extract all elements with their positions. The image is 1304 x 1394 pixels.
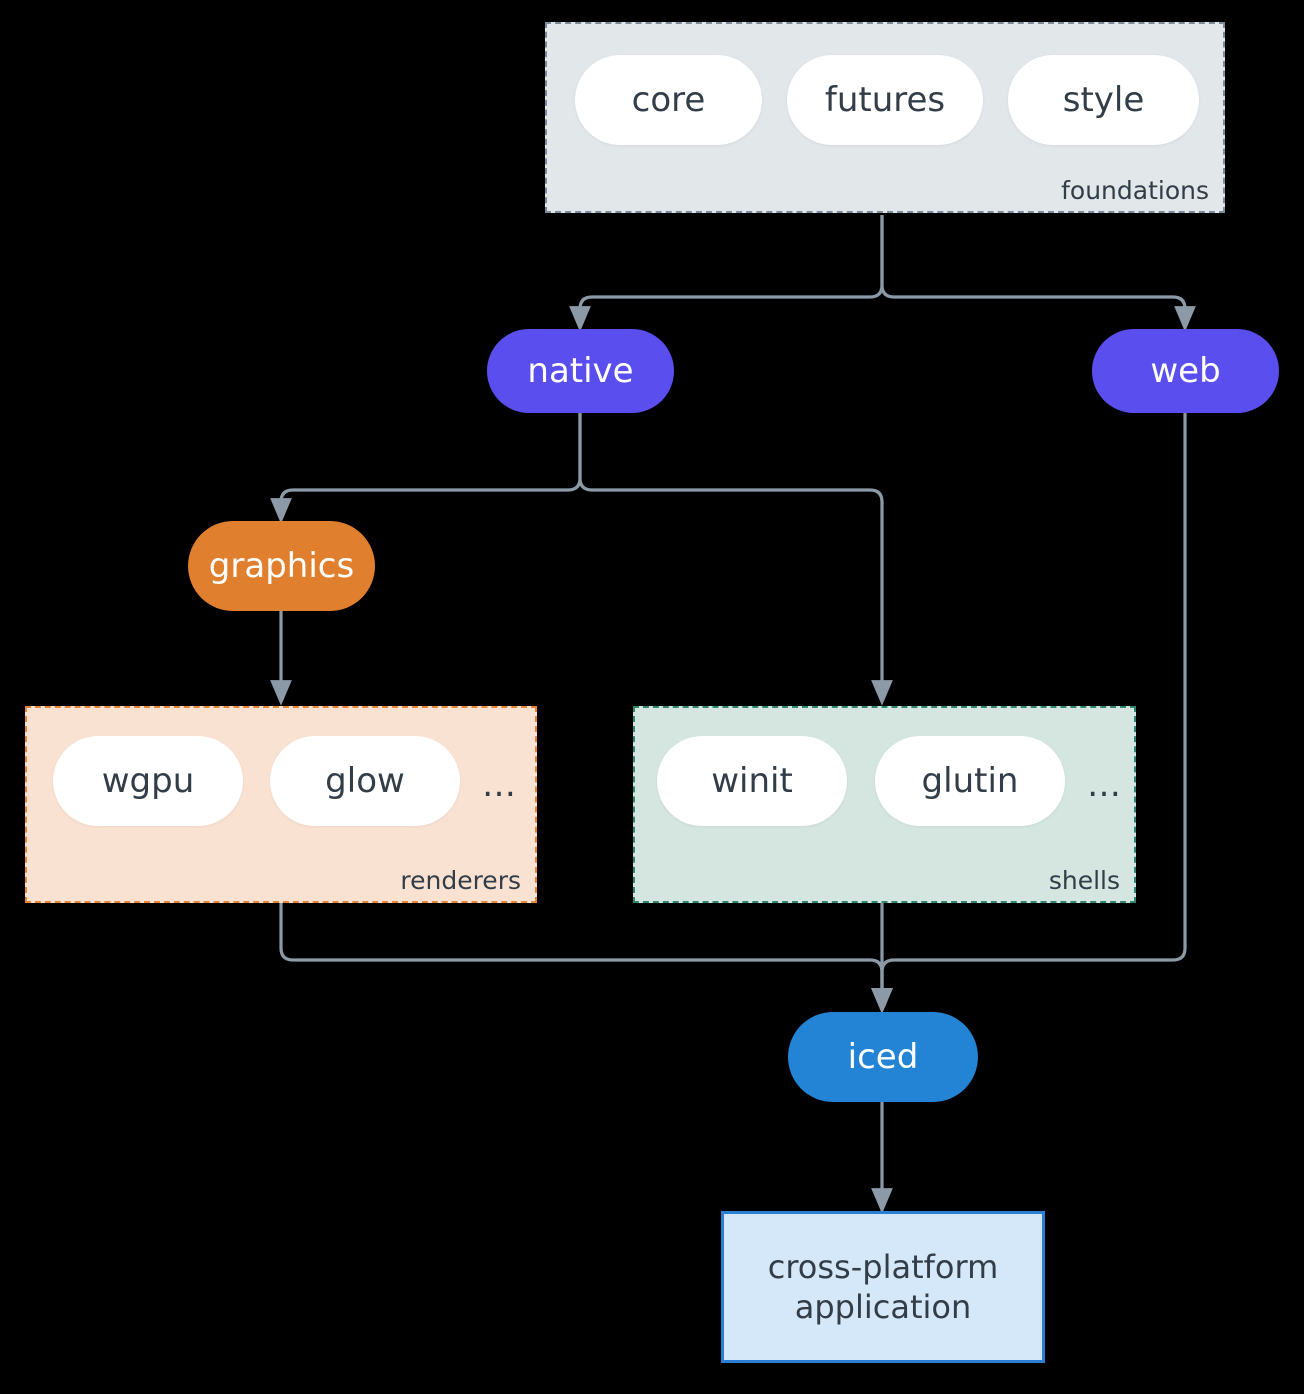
edge-native-graphics [270, 413, 582, 524]
group-shells: winit glutin … shells [633, 706, 1136, 903]
edge-foundations-web [880, 215, 1196, 332]
group-foundations-label: foundations [1061, 176, 1209, 205]
group-renderers-label: renderers [400, 866, 521, 895]
node-style[interactable]: style [1008, 55, 1199, 145]
node-wgpu-label: wgpu [101, 761, 195, 801]
group-shells-label: shells [1048, 866, 1120, 895]
group-renderers: wgpu glow … renderers [25, 706, 537, 903]
node-glutin[interactable]: glutin [875, 736, 1065, 826]
application-label-line1: cross-platform [767, 1248, 999, 1286]
node-iced-label: iced [847, 1036, 919, 1077]
shells-ellipsis: … [1087, 765, 1121, 805]
node-native[interactable]: native [487, 329, 674, 413]
node-core-label: core [631, 80, 706, 120]
node-futures[interactable]: futures [787, 55, 983, 145]
node-native-label: native [527, 350, 634, 391]
group-foundations: core futures style foundations [545, 22, 1225, 213]
node-glow[interactable]: glow [270, 736, 460, 826]
node-web[interactable]: web [1092, 329, 1279, 413]
node-glutin-label: glutin [921, 761, 1019, 801]
node-graphics[interactable]: graphics [188, 521, 375, 611]
node-glow-label: glow [325, 761, 405, 801]
edge-renderers-iced [279, 903, 893, 1014]
node-style-label: style [1062, 80, 1145, 120]
edge-foundations-native [569, 215, 884, 332]
node-winit[interactable]: winit [657, 736, 847, 826]
node-futures-label: futures [824, 80, 946, 120]
edge-native-shells [578, 413, 893, 706]
renderers-ellipsis: … [482, 765, 516, 805]
node-core[interactable]: core [575, 55, 762, 145]
node-web-label: web [1150, 350, 1221, 391]
node-wgpu[interactable]: wgpu [53, 736, 243, 826]
node-cross-platform-application[interactable]: cross-platform application [721, 1211, 1045, 1363]
application-label-line2: application [794, 1288, 972, 1326]
node-iced[interactable]: iced [788, 1012, 978, 1102]
node-winit-label: winit [711, 761, 793, 801]
node-graphics-label: graphics [208, 545, 355, 586]
